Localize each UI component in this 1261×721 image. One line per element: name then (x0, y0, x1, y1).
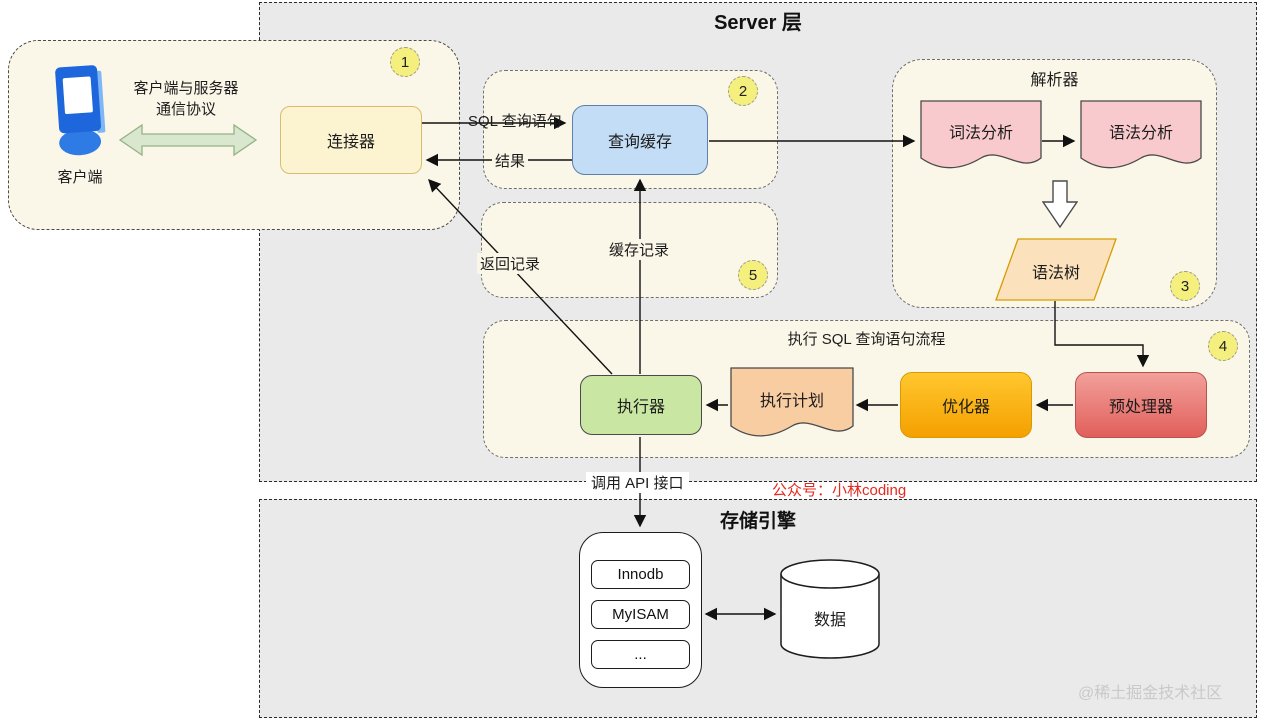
exec-plan-document: 执行计划 (730, 367, 854, 446)
optimizer-box: 优化器 (900, 372, 1032, 438)
badge-4: 4 (1208, 331, 1238, 361)
down-arrow-icon (1042, 180, 1078, 229)
badge-3: 3 (1170, 271, 1200, 301)
wechat-annotation: 公众号：小林coding (772, 482, 907, 499)
cache-record-group (481, 202, 778, 298)
badge-2: 2 (728, 76, 758, 106)
edge-label-sql-query: SQL 查询语句 (468, 113, 562, 130)
edge-label-result: 结果 (492, 150, 529, 171)
badge-5: 5 (738, 260, 768, 290)
data-cylinder-icon: 数据 (780, 558, 880, 660)
engine-item-innodb: Innodb (591, 560, 690, 589)
executor-box: 执行器 (580, 375, 702, 435)
preprocessor-box: 预处理器 (1075, 372, 1207, 438)
protocol-double-arrow-icon (118, 122, 258, 158)
client-label: 客户端 (57, 169, 103, 186)
query-cache-box: 查询缓存 (572, 105, 708, 175)
storage-engine-title: 存储引擎 (719, 511, 796, 532)
client-computer-icon (50, 62, 114, 162)
watermark: @稀土掘金技术社区 (1078, 685, 1223, 702)
edge-label-return-record: 返回记录 (477, 253, 544, 274)
server-layer-title: Server 层 (714, 12, 802, 34)
engine-item-more: ... (591, 640, 690, 669)
syntax-tree-parallelogram: 语法树 (995, 238, 1117, 301)
connector-box: 连接器 (280, 106, 422, 174)
engine-item-myisam: MyISAM (591, 600, 690, 629)
edge-label-cache-record: 缓存记录 (606, 239, 673, 260)
syntax-analysis-document: 语法分析 (1080, 100, 1202, 178)
parser-group-title: 解析器 (1030, 72, 1079, 89)
lexical-analysis-document: 词法分析 (920, 100, 1042, 178)
edge-label-call-api: 调用 API 接口 (586, 472, 689, 493)
protocol-label: 客户端与服务器 通信协议 (133, 80, 239, 118)
exec-flow-group-title: 执行 SQL 查询语句流程 (787, 331, 946, 348)
badge-1: 1 (390, 47, 420, 77)
